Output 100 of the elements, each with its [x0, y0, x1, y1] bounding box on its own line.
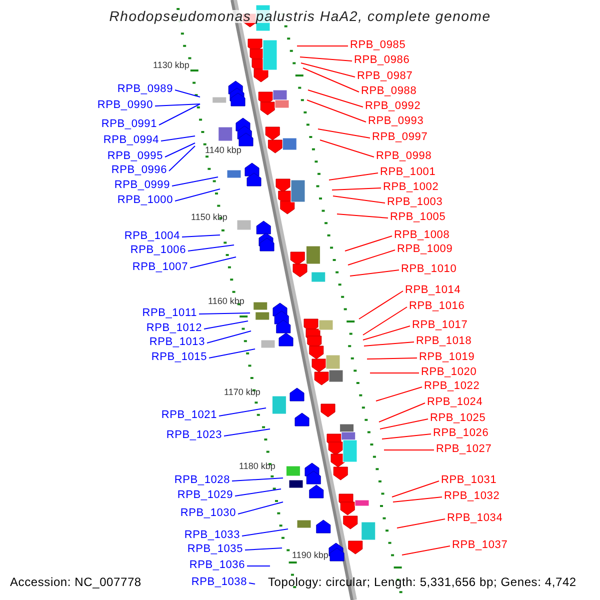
gene-label: RPB_1021 — [161, 409, 217, 422]
leader-line — [402, 546, 450, 556]
gene-label: RPB_1018 — [416, 335, 472, 348]
gene-label: RPB_1036 — [189, 559, 245, 572]
leader-line — [168, 146, 196, 172]
scale-label: 1170 kbp — [224, 388, 260, 397]
leader-line — [396, 518, 446, 528]
leader-line — [238, 502, 284, 514]
gene-label: RPB_1000 — [117, 194, 173, 207]
gene-label: RPB_0999 — [114, 179, 170, 192]
leader-line — [376, 386, 422, 402]
leader-line — [224, 428, 270, 436]
gene-label: RPB_1035 — [187, 543, 243, 556]
gene-label: RPB_1010 — [401, 263, 457, 276]
gene-label: RPB_1005 — [390, 211, 446, 224]
leader-line — [174, 90, 200, 98]
gene-label: RPB_1037 — [452, 539, 508, 552]
leader-line — [344, 236, 392, 252]
gene-label: RPB_1019 — [419, 351, 475, 364]
gene-label: RPB_1006 — [130, 244, 186, 257]
gene-label: RPB_0993 — [368, 115, 424, 128]
gene-label: RPB_1034 — [447, 512, 503, 525]
gene-label: RPB_1028 — [174, 474, 230, 487]
leader-line — [320, 140, 374, 158]
footer-text: Topology: circular; Length: 5,331,656 bp; Genes: 4,742 — [268, 576, 576, 589]
gene-label: RPB_1003 — [387, 196, 443, 209]
gene-label: RPB_0994 — [103, 134, 159, 147]
gene-label: RPB_1017 — [412, 319, 468, 332]
leader-line — [164, 142, 196, 158]
gene-label: RPB_1002 — [383, 181, 439, 194]
leader-line — [232, 478, 284, 482]
leader-line — [172, 176, 218, 186]
gene-label: RPB_1031 — [441, 474, 497, 487]
footer-text: Accession: NC_007778 — [10, 576, 142, 589]
leader-line — [206, 330, 252, 344]
leader-line — [190, 256, 236, 268]
gene-label: RPB_1030 — [180, 507, 236, 520]
leader-line — [244, 548, 282, 550]
leader-line — [366, 358, 418, 360]
leader-line — [392, 496, 442, 502]
leader-line — [300, 62, 356, 78]
gene-label: RPB_0998 — [376, 150, 432, 163]
leader-line — [208, 348, 256, 358]
scale-label: 1130 kbp — [153, 61, 190, 70]
leader-line — [300, 56, 352, 62]
scale-label: 1190 kbp — [292, 551, 328, 560]
gene-label: RPB_0989 — [117, 83, 173, 96]
title: Rhodopseudomonas palustris HaA2, complete genome — [109, 10, 491, 23]
leader-line — [332, 188, 382, 190]
gene-label: RPB_1038 — [191, 576, 247, 589]
leader-line — [154, 104, 200, 106]
gene-label: RPB_1026 — [433, 427, 489, 440]
gene-label: RPB_1025 — [430, 412, 486, 425]
leader-line — [350, 270, 400, 276]
gene-label: RPB_1022 — [424, 380, 480, 393]
gene-label: RPB_1015 — [151, 351, 207, 364]
scale-label: 1160 kbp — [208, 297, 244, 306]
gene-label: RPB_1016 — [409, 300, 465, 313]
leader-line — [242, 528, 288, 536]
gene-label: RPB_0986 — [354, 54, 410, 67]
leader-line — [318, 128, 370, 138]
gene-label: RPB_0997 — [372, 131, 428, 144]
gene-label: RPB_1001 — [380, 166, 436, 179]
gene-label: RPB_1024 — [427, 396, 483, 409]
leader-line — [308, 90, 364, 108]
scale-label: 1180 kbp — [239, 462, 276, 471]
leader-line — [188, 244, 234, 252]
leader-line — [234, 488, 282, 496]
gene-label: RPB_0985 — [350, 39, 406, 52]
leader-line — [348, 250, 396, 266]
gene-label: RPB_1009 — [397, 243, 453, 256]
scale-label: 1140 kbp — [205, 146, 242, 155]
leader-line — [392, 480, 440, 498]
scale-label: 1150 kbp — [191, 213, 228, 222]
leader-line — [204, 320, 248, 330]
gene-label: RPB_1011 — [142, 307, 197, 320]
leader-line — [328, 172, 378, 180]
gene-label: RPB_0995 — [107, 150, 163, 163]
leader-line — [160, 136, 196, 142]
gene-label: RPB_1012 — [146, 322, 202, 335]
gene-label: RPB_0990 — [97, 99, 153, 112]
leader-line — [364, 342, 414, 346]
leader-line — [380, 418, 428, 430]
leader-line — [174, 188, 220, 202]
leader-line — [158, 104, 200, 126]
leader-line — [182, 234, 220, 238]
leader-line — [362, 326, 410, 340]
gene-label: RPB_1008 — [394, 229, 450, 242]
gene-label: RPB_1007 — [132, 261, 188, 274]
gene-label: RPB_1033 — [184, 529, 240, 542]
gene-label: RPB_0987 — [357, 70, 413, 83]
leader-line — [336, 214, 388, 218]
leader-line — [306, 100, 366, 122]
leader-line — [378, 402, 426, 422]
leader-line — [382, 434, 432, 440]
gene-label: RPB_1027 — [436, 443, 492, 456]
gene-label: RPB_1014 — [405, 284, 461, 297]
gene-label: RPB_1020 — [421, 366, 477, 379]
leader-line — [362, 306, 408, 336]
gene-label: RPB_0988 — [361, 85, 417, 98]
